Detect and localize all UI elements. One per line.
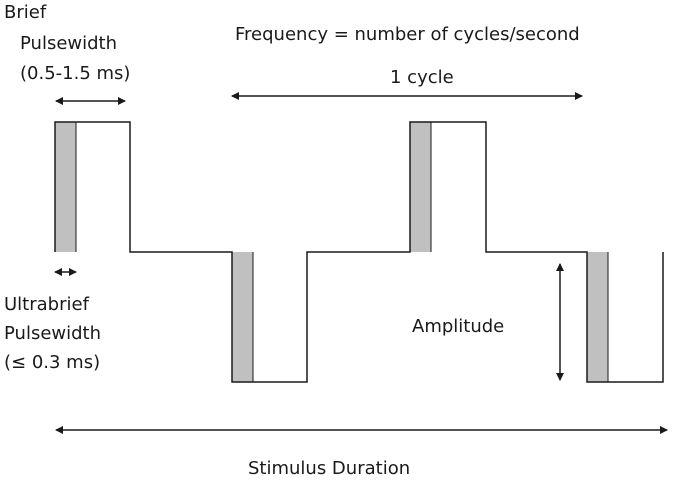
- ultrabrief-label-line3: (≤ 0.3 ms): [4, 352, 101, 373]
- amplitude-label: Amplitude: [412, 316, 505, 337]
- ultrabrief-shade-2: [232, 252, 253, 382]
- ultrabrief-shade-3: [410, 122, 431, 252]
- brief-label-line1: Brief: [4, 2, 47, 23]
- square-wave: [54, 121, 664, 383]
- stimulus-duration-label: Stimulus Duration: [248, 458, 411, 479]
- cycle-label: 1 cycle: [390, 67, 454, 88]
- ultrabrief-label-line1: Ultrabrief: [4, 294, 89, 315]
- ultrabrief-shade-1: [55, 122, 76, 252]
- ultrabrief-shade-4: [587, 252, 608, 382]
- brief-label-line3: (0.5-1.5 ms): [20, 63, 131, 84]
- brief-label-line2: Pulsewidth: [20, 33, 118, 54]
- frequency-label: Frequency = number of cycles/second: [235, 24, 580, 45]
- ultrabrief-label-line2: Pulsewidth: [4, 323, 102, 344]
